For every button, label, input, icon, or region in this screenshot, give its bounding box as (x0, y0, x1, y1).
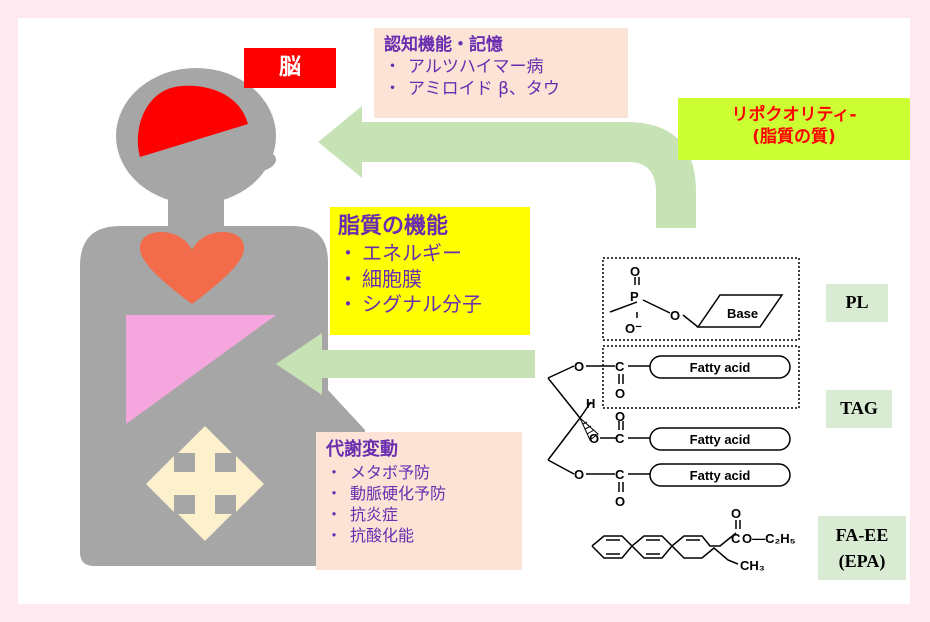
cognition-box: 認知機能・記憶 アルツハイマー病 アミロイド β、タウ (374, 28, 628, 118)
epa-methyl: CH₃ (740, 558, 765, 573)
brain-label: 脳 (244, 48, 336, 88)
flow-arrow-to-brain (318, 106, 696, 228)
epa-ethyl-ester: O—C₂H₅ (742, 531, 796, 546)
tag-dotted-box (602, 345, 800, 409)
tag-carbonyl-o-3: O (615, 494, 625, 509)
cognition-item: アルツハイマー病 (384, 56, 618, 78)
fatty-acid-label-2: Fatty acid (690, 432, 751, 447)
ear-shape (258, 150, 276, 172)
pl-base-label: Base (727, 306, 758, 321)
epa-carbonyl-oxygen: O (731, 506, 741, 521)
lipid-function-box: 脂質の機能 エネルギー 細胞膜 シグナル分子 (330, 207, 530, 335)
tag-tag: TAG (826, 390, 892, 428)
fatty-acid-chain-2: Fatty acid (649, 427, 791, 451)
metabolic-title: 代謝変動 (326, 439, 398, 460)
pl-tag: PL (826, 284, 888, 322)
brain-shape (137, 85, 248, 157)
lipid-function-item: 細胞膜 (338, 267, 522, 293)
tag-oxygen-3: O (574, 467, 584, 482)
pl-dotted-box (602, 257, 800, 341)
lipid-function-title: 脂質の機能 (338, 214, 449, 239)
fatty-acid-chain-3: Fatty acid (649, 463, 791, 487)
hashed-wedge-lines (582, 421, 595, 435)
pl-oxygen-top: O (630, 264, 640, 279)
heart-icon (140, 232, 244, 304)
glycerol-backbone (547, 365, 650, 492)
flow-arrow-to-body (276, 333, 535, 395)
cognition-title: 認知機能・記憶 (384, 35, 503, 55)
metabolic-item: 動脈硬化予防 (326, 483, 512, 504)
epa-skeletal-formula (591, 520, 741, 565)
metabolic-item: 抗酸化能 (326, 525, 512, 546)
faee-tag-line1: FA-EE (835, 525, 889, 545)
tag-carbon-1: C (615, 359, 625, 374)
liver-shape (126, 315, 276, 424)
tag-tag-text: TAG (840, 398, 878, 419)
tag-carbon-2: C (615, 431, 625, 446)
metabolic-item: 抗炎症 (326, 504, 512, 525)
lipoquality-line1: リポクオリティ- (731, 105, 857, 125)
tag-carbon-3: C (615, 467, 625, 482)
phospholipid-head (609, 277, 784, 328)
tag-oxygen-2: O (589, 431, 599, 446)
tag-carbonyl-o-1: O (615, 386, 625, 401)
epa-carbon: C (731, 531, 741, 546)
pl-phosphorus: P (630, 289, 639, 304)
brain-label-text: 脳 (278, 54, 301, 80)
pl-tag-text: PL (845, 292, 869, 313)
faee-tag: FA-EE (EPA) (818, 516, 906, 580)
metabolic-box: 代謝変動 メタボ予防 動脈硬化予防 抗炎症 抗酸化能 (316, 432, 522, 570)
lipid-function-item: エネルギー (338, 241, 522, 267)
pl-oxygen-minus: O⁻ (625, 321, 642, 336)
metabolic-item: メタボ予防 (326, 462, 512, 483)
four-way-arrow-icon (146, 426, 264, 541)
faee-tag-line2: (EPA) (838, 551, 886, 572)
fatty-acid-label-1: Fatty acid (690, 360, 751, 375)
lipoquality-line2: (脂質の質) (752, 127, 836, 148)
lipoquality-box: リポクオリティ- (脂質の質) (678, 98, 910, 160)
tag-hydrogen: H (586, 396, 595, 411)
cognition-item: アミロイド β、タウ (384, 78, 618, 100)
tag-carbonyl-o-2: O (615, 409, 625, 424)
pl-oxygen-ester: O (670, 308, 680, 323)
fatty-acid-chain-1: Fatty acid (649, 355, 791, 379)
lipid-function-item: シグナル分子 (338, 292, 522, 318)
tag-oxygen-1: O (574, 359, 584, 374)
fatty-acid-label-3: Fatty acid (690, 468, 751, 483)
